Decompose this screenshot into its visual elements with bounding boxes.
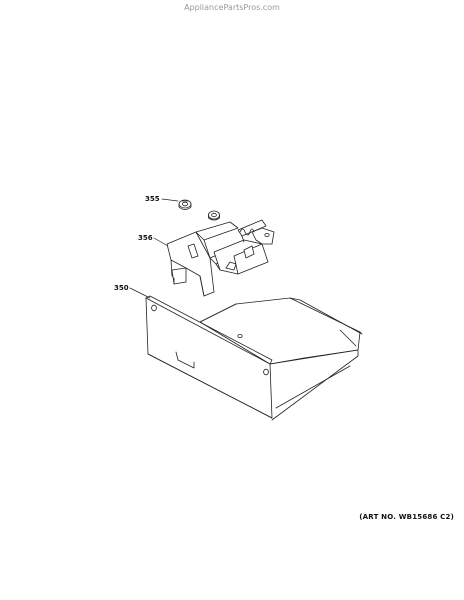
callout-350-leader <box>129 287 151 299</box>
nut-icon <box>208 210 220 221</box>
part-356-switch-bracket <box>166 219 275 297</box>
callout-355-leader <box>161 198 179 202</box>
callout-355-label: 355 <box>145 195 160 203</box>
watermark: AppliancePartsPros.com <box>184 3 280 12</box>
art-number: (ART NO. WB15686 C2) <box>359 513 454 521</box>
callout-356-leader <box>153 237 169 247</box>
part-355-nut <box>178 199 192 210</box>
callout-356-label: 356 <box>138 234 153 242</box>
part-350-plate <box>145 295 363 421</box>
callout-350-label: 350 <box>114 284 129 292</box>
